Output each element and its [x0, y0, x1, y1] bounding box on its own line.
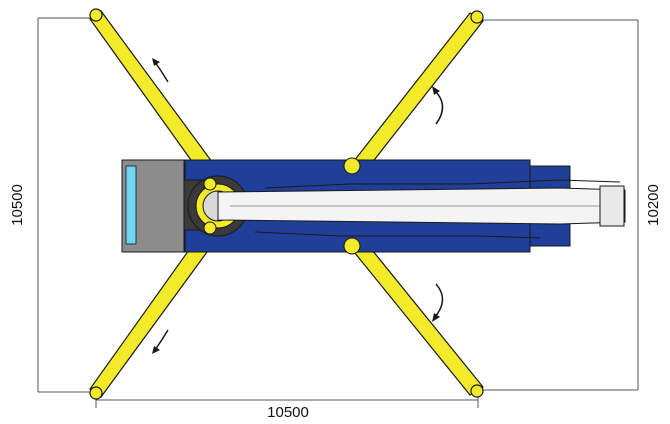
outrigger-hinges — [203, 157, 361, 255]
rotation-arrows — [152, 58, 444, 354]
dimension-lines — [37, 17, 639, 408]
outrigger-rear-right — [349, 239, 484, 396]
curved-arrow-icon — [152, 329, 169, 354]
boom-hydraulic-bottom — [254, 231, 541, 239]
boom-hydraulic-top — [264, 179, 621, 189]
boom — [217, 179, 626, 239]
counterweight-window — [125, 165, 137, 245]
boom-head — [599, 185, 625, 227]
hinge-rear-right — [343, 237, 361, 255]
outrigger-foot-front-right — [470, 10, 484, 24]
counterweight — [121, 159, 185, 253]
outrigger-foot-front-left — [89, 8, 103, 22]
hinge-front-left — [203, 177, 217, 191]
bottom-dimension-label: 10500 — [267, 404, 309, 421]
curved-arrow-icon — [432, 86, 444, 125]
outrigger-foot-rear-left — [89, 386, 103, 400]
curved-arrow-icon — [432, 283, 444, 322]
hinge-front-right — [343, 157, 361, 175]
left-dimension-label: 10500 — [9, 184, 26, 226]
right-dimension-label: 10200 — [645, 184, 662, 226]
curved-arrow-icon — [152, 58, 169, 83]
outrigger-front-right — [349, 12, 484, 174]
outrigger-foot-rear-right — [470, 384, 484, 398]
hinge-rear-left — [203, 221, 217, 235]
